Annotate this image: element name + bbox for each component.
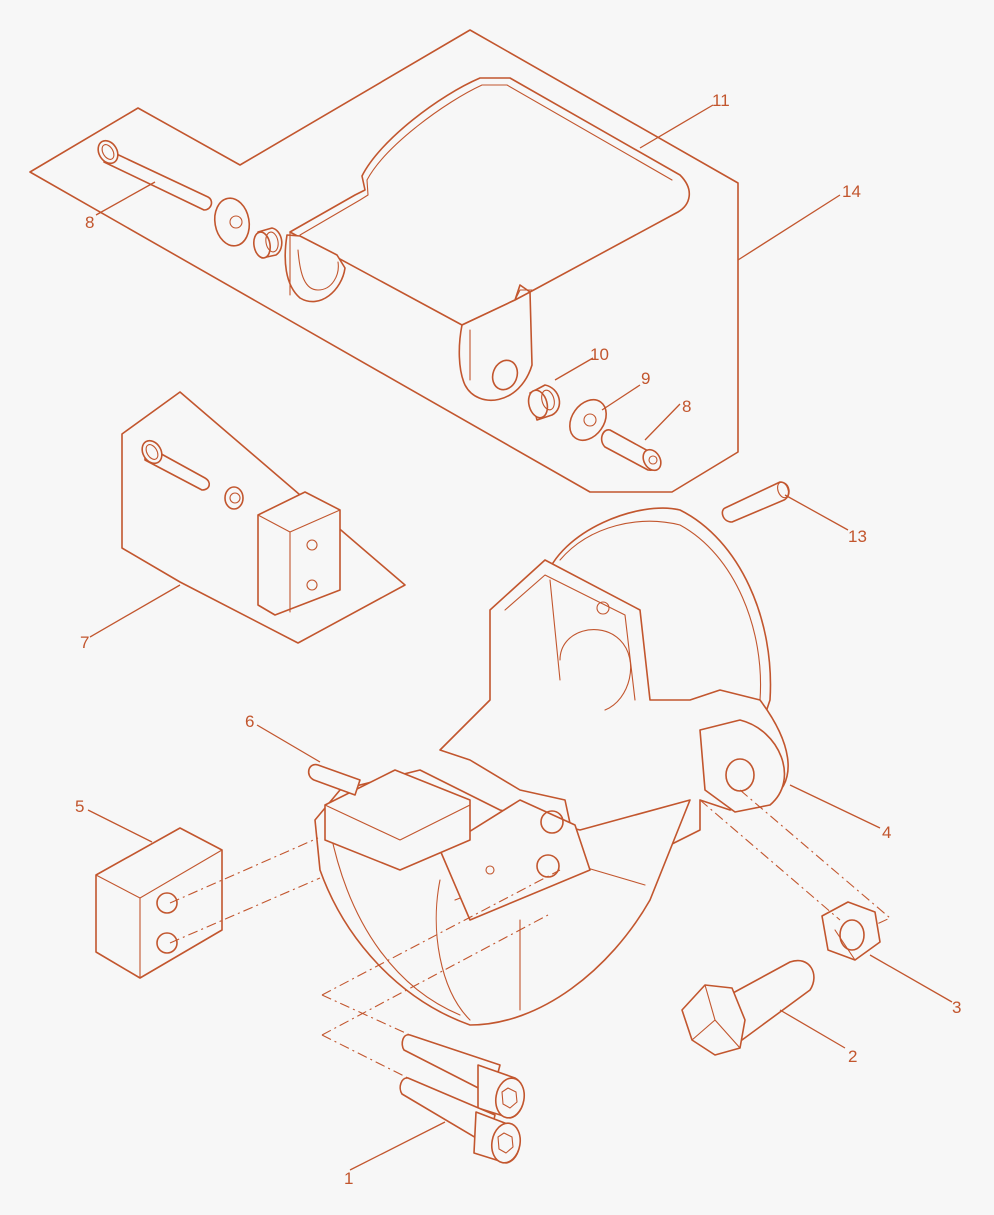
callout-6: 6 — [245, 712, 254, 731]
callout-14: 14 — [842, 182, 861, 201]
part-9-washer — [569, 398, 607, 442]
callout-9: 9 — [641, 369, 650, 388]
assembly-7-boundary — [121, 391, 406, 644]
part-8-pin-right — [600, 429, 662, 472]
alignment-lines — [169, 789, 892, 1079]
part-1-screws — [399, 1034, 526, 1164]
part-11-bracket — [284, 77, 690, 401]
part-5-block — [95, 827, 223, 979]
callout-8-right: 8 — [682, 397, 691, 416]
callout-8-top: 8 — [85, 213, 94, 232]
assembly-14-boundary — [29, 29, 739, 493]
part-8-pin-top — [97, 139, 283, 259]
callout-7: 7 — [80, 633, 89, 652]
callout-1: 1 — [344, 1169, 353, 1188]
callout-3: 3 — [952, 998, 961, 1017]
part-2-bolt — [681, 959, 815, 1056]
callout-5: 5 — [75, 797, 84, 816]
callout-2: 2 — [848, 1047, 857, 1066]
part-13-dowel — [721, 481, 790, 523]
callout-10: 10 — [590, 345, 609, 364]
part-3-nut — [821, 901, 881, 961]
leader-lines — [87, 104, 953, 1171]
callout-11: 11 — [712, 91, 730, 110]
callout-labels: 1 2 3 4 5 6 7 8 8 9 10 11 13 14 — [75, 91, 961, 1188]
part-4-main-body — [314, 507, 789, 1026]
part-6-pin — [307, 763, 361, 796]
callout-4: 4 — [882, 823, 891, 842]
part-10-spacer — [527, 384, 561, 421]
callout-13: 13 — [848, 527, 867, 546]
